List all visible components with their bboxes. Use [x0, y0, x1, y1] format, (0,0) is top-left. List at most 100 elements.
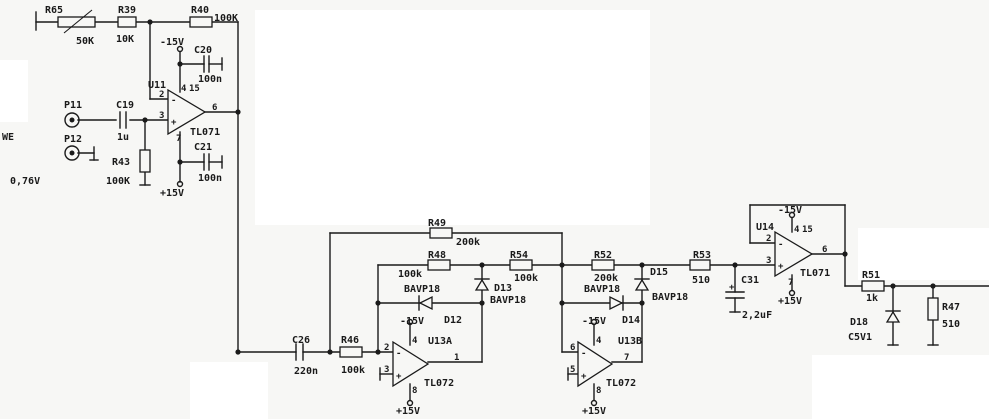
label-d14-type: BAVP18 [584, 284, 620, 295]
label-c26-value: 220n [294, 366, 318, 377]
label-r48: R48 [428, 250, 446, 261]
resistor-r49 [429, 227, 453, 239]
svg-text:+: + [729, 283, 735, 293]
label-d18-type: C5V1 [848, 332, 872, 343]
supply-u11 [176, 45, 184, 188]
label-c19: C19 [116, 100, 134, 111]
label-plus15-u11: +15V [160, 188, 184, 199]
resistor-r53 [689, 259, 711, 271]
label-r46: R46 [341, 335, 359, 346]
label-p12: P12 [64, 134, 82, 145]
label-r47-value: 510 [942, 319, 960, 330]
label-minus15-u13a: -15V [400, 316, 424, 327]
pot-arrow-r65 [63, 9, 93, 34]
label-u14-pin2: 2 [766, 234, 771, 244]
zener-d18 [885, 310, 901, 323]
label-level: 0,76V [10, 176, 40, 187]
u14-plus: + [778, 262, 784, 272]
u14-minus: - [778, 240, 783, 250]
diode-d12 [418, 295, 433, 311]
label-c19-value: 1u [117, 132, 129, 143]
label-plus15-u14: +15V [778, 296, 802, 307]
label-r53: R53 [693, 250, 711, 261]
junction-dots [142, 19, 936, 355]
u13a-minus: - [396, 349, 401, 359]
resistor-r39 [117, 16, 137, 28]
label-r48-value: 100k [398, 269, 422, 280]
u13b-plus: + [581, 372, 587, 382]
label-u13a-pin8: 8 [412, 386, 417, 396]
label-d18: D18 [850, 317, 868, 328]
opamp-u11 [167, 88, 207, 136]
label-d14: D14 [622, 315, 640, 326]
label-u13b-pin4: 4 [596, 336, 602, 346]
label-u13b: U13B [618, 336, 642, 347]
labels: R65 50K R39 10K R40 100K -15V C20 100n U… [2, 5, 960, 417]
label-d15: D15 [650, 267, 668, 278]
supply-u13a [406, 318, 414, 407]
label-u13a-pin2: 2 [384, 343, 389, 353]
label-u11-type: TL071 [190, 127, 220, 138]
opamp-u13b [577, 340, 614, 388]
capacitor-c21 [203, 153, 210, 171]
blank-region-bottom-right [812, 355, 989, 419]
u13b-minus: - [581, 349, 586, 359]
label-minus15-u11: -15V [160, 37, 184, 48]
supply-u13b [590, 318, 598, 407]
wires-stage4 [749, 204, 989, 346]
label-c21-value: 100n [198, 173, 222, 184]
label-u11-pin7: 7 [176, 134, 181, 144]
label-c31-value: 2,2uF [742, 310, 772, 321]
label-r49: R49 [428, 218, 446, 229]
resistor-r54 [509, 259, 533, 271]
supply-u14 [788, 211, 796, 297]
label-r54-value: 100k [514, 273, 538, 284]
label-r43: R43 [112, 157, 130, 168]
label-u11-pin3: 3 [159, 111, 164, 121]
u11-minus: - [171, 96, 176, 106]
label-r53-value: 510 [692, 275, 710, 286]
label-r40-value: 100K [214, 13, 238, 24]
label-c20: C20 [194, 45, 212, 56]
label-r40: R40 [191, 5, 209, 16]
label-c21: C21 [194, 142, 212, 153]
resistor-r52 [591, 259, 615, 271]
label-u13b-pin6: 6 [570, 343, 575, 353]
label-c31: C31 [741, 275, 759, 286]
label-u13b-pin5: 5 [570, 365, 575, 375]
label-u13a-pin4: 4 [412, 336, 418, 346]
label-d12-type: BAVP18 [404, 284, 440, 295]
label-plus15-u13a: +15V [396, 406, 420, 417]
label-r65: R65 [45, 5, 63, 16]
label-r51-value: 1k [866, 293, 878, 304]
resistor-r43 [139, 149, 151, 173]
resistor-r65 [57, 16, 96, 28]
label-r52: R52 [594, 250, 612, 261]
jack-p11 [64, 112, 80, 128]
capacitor-c20 [203, 55, 210, 73]
label-r43-value: 100K [106, 176, 130, 187]
label-r54: R54 [510, 250, 528, 261]
label-u11-pin6: 6 [212, 103, 217, 113]
label-d15-type: BAVP18 [652, 292, 688, 303]
label-u14-type: TL071 [800, 268, 830, 279]
label-u14: U14 [756, 222, 774, 233]
u13a-plus: + [396, 372, 402, 382]
label-d13: D13 [494, 283, 512, 294]
label-r39-value: 10K [116, 34, 134, 45]
diode-d13 [474, 278, 490, 291]
label-minus15-u14: -15V [778, 205, 802, 216]
label-u13b-pin8: 8 [596, 386, 601, 396]
label-d12: D12 [444, 315, 462, 326]
label-u14-pin15: 15 [802, 225, 813, 235]
resistor-r47 [927, 297, 939, 321]
wires-stage1 [35, 11, 239, 353]
label-plus15-u13b: +15V [582, 406, 606, 417]
label-u13a-type: TL072 [424, 378, 454, 389]
label-u11-pin4: 4 [181, 84, 187, 94]
resistor-r40 [189, 16, 213, 28]
blank-region-bottom-left [190, 362, 268, 419]
label-u13b-type: TL072 [606, 378, 636, 389]
capacitor-c26 [295, 343, 304, 361]
